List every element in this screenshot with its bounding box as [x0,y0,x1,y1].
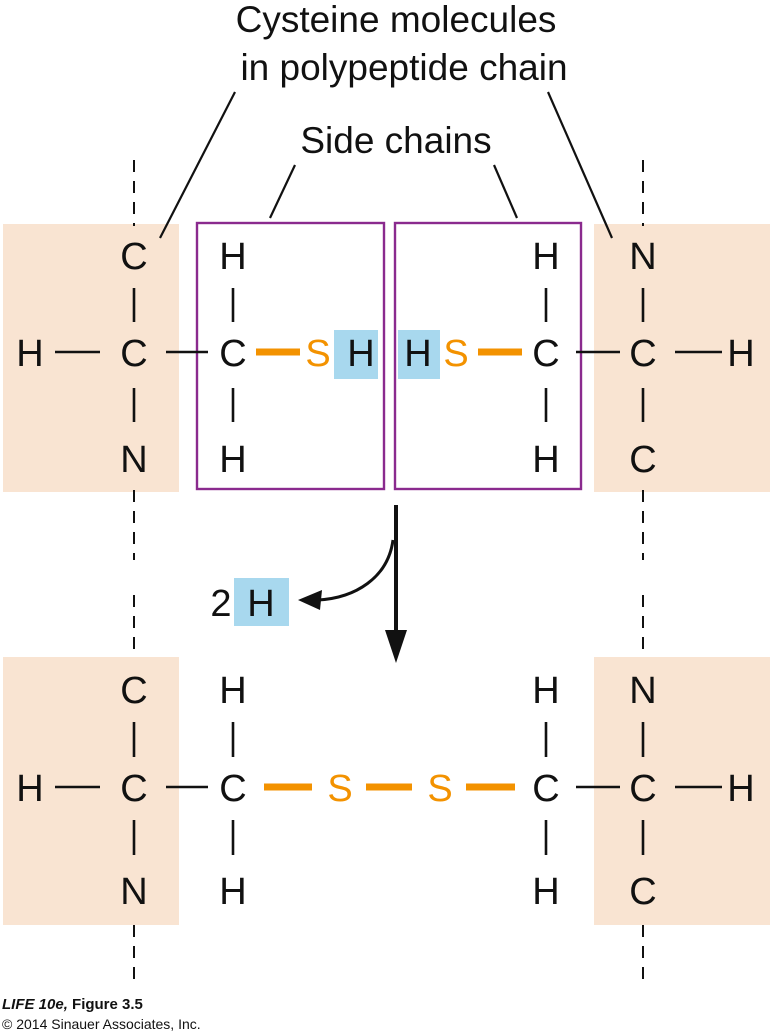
copyright-notice: © 2014 Sinauer Associates, Inc. [2,1016,201,1032]
atom-s-bottom-right: S [427,768,452,810]
backbone-panel-top-left [3,224,179,492]
atom-beta-c-bottom-left: C [219,768,246,810]
leader-line-right-side-chain [492,164,519,219]
atom-s-top-right: S [443,333,468,375]
atom-h-lower-top-right-side: H [532,439,559,481]
leader-line-left-side-chain [269,164,296,219]
atom-h-lower-bottom-right-side: H [532,871,559,913]
caption-book-title: LIFE 10e, [2,996,68,1013]
atom-s-bottom-left: S [327,768,352,810]
atom-alpha-c-bottom-right: C [629,768,656,810]
atom-h-lower-top-left-side: H [219,439,246,481]
atom-h-upper-top-left-side: H [219,236,246,278]
released-h-count: 2 [210,583,231,625]
atom-carbonyl-c-bottom-right: C [629,871,656,913]
atom-beta-c-top-right: C [532,333,559,375]
atom-h-upper-bottom-left-side: H [219,670,246,712]
title-line-1: Cysteine molecules [236,0,557,40]
thiol-h-highlight-right [398,330,440,379]
backbone-panel-bottom-right [594,657,770,925]
atom-h-lower-bottom-left-side: H [219,871,246,913]
leader-line-right-cysteine [546,91,614,239]
atom-thiol-h-top-right: H [404,333,431,375]
atom-beta-c-bottom-right: C [532,768,559,810]
released-h-highlight [234,578,289,626]
atom-h-bottom-right: H [727,768,754,810]
thiol-h-highlight-left [334,330,378,379]
atom-h-top-left: H [16,333,43,375]
leader-line-left-cysteine [159,91,236,239]
caption-figure-number: Figure 3.5 [72,996,143,1013]
figure-caption: LIFE 10e, Figure 3.5 [2,996,143,1013]
atom-n-top-right: N [629,236,656,278]
atom-alpha-c-top-left: C [120,333,147,375]
atom-alpha-c-top-right: C [629,333,656,375]
backbone-panel-top-right [594,224,770,492]
atom-h-upper-bottom-right-side: H [532,670,559,712]
hydrogen-release-curve [317,539,395,602]
atom-s-top-left: S [305,333,330,375]
atom-thiol-h-top-left: H [347,333,374,375]
side-chain-box-right [393,221,583,491]
backbone-panel-bottom-left [3,657,179,925]
atom-beta-c-top-left: C [219,333,246,375]
atom-h-upper-top-right-side: H [532,236,559,278]
reaction-arrow-head [385,630,407,663]
side-chain-box-left [195,221,386,491]
atom-carbonyl-c-bottom-left: C [120,670,147,712]
atom-n-bottom-right: N [629,670,656,712]
side-chains-label: Side chains [300,120,491,161]
released-h-atom: H [247,583,274,625]
atom-carbonyl-c-top-right: C [629,439,656,481]
title-line-2: in polypeptide chain [240,47,567,88]
atom-alpha-c-bottom-left: C [120,768,147,810]
atom-h-bottom-left: H [16,768,43,810]
atom-carbonyl-c-top-left: C [120,236,147,278]
atom-h-top-right: H [727,333,754,375]
atom-n-bottom-left: N [120,871,147,913]
atom-n-top-left: N [120,439,147,481]
hydrogen-release-arrowhead [298,590,322,610]
